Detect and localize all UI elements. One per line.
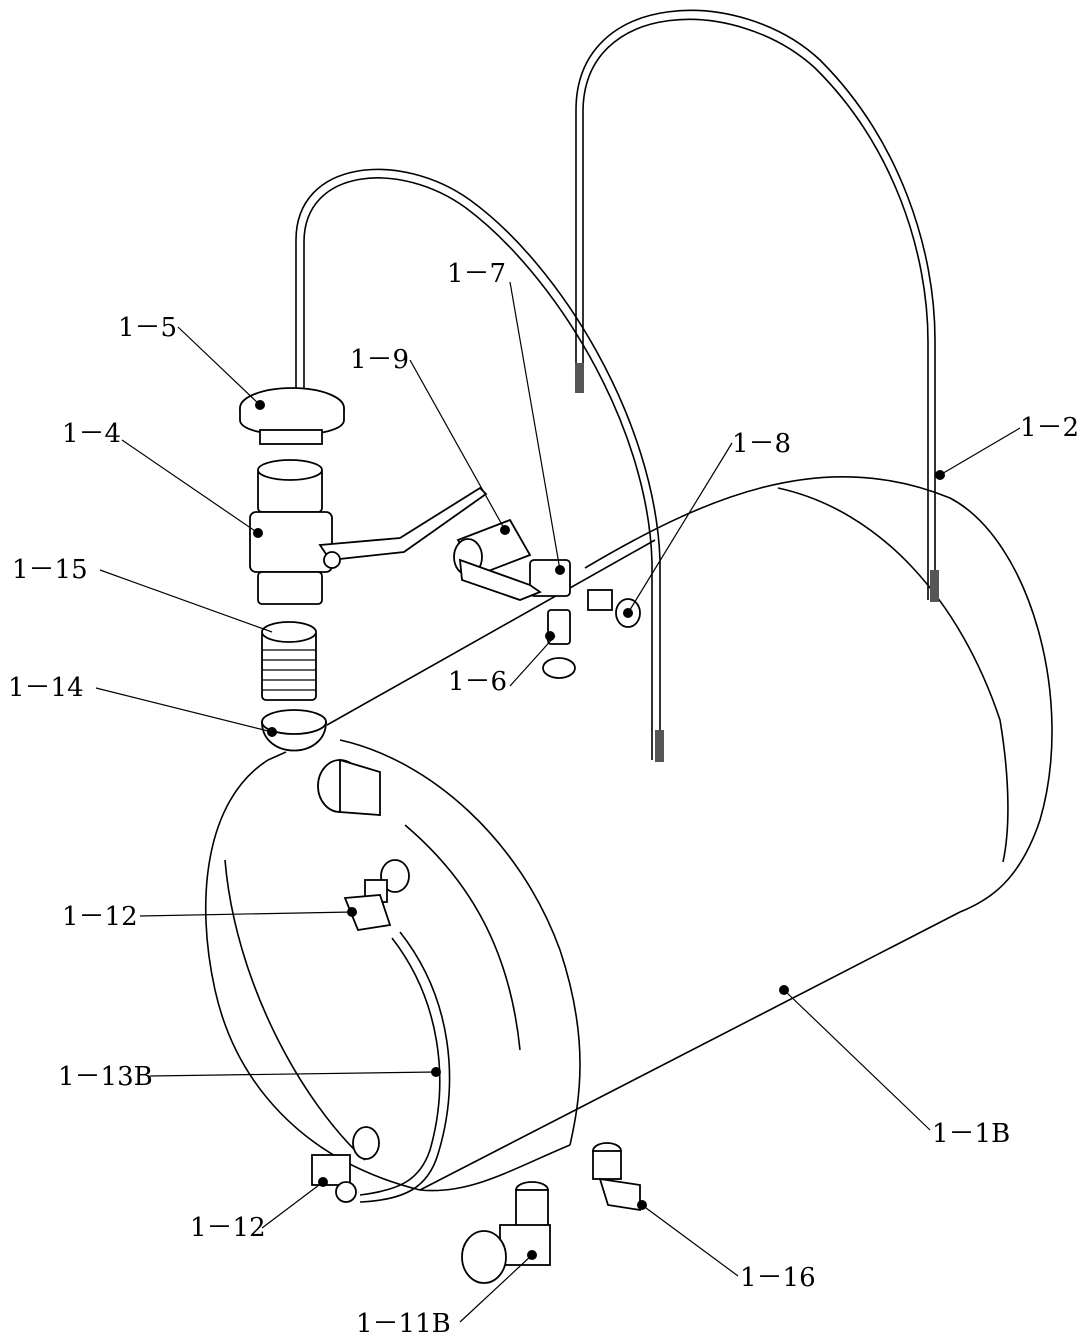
label-1-15: 1－15 [12, 555, 88, 585]
label-1-5: 1－5 [118, 313, 177, 343]
label-1-12-top: 1－12 [62, 902, 138, 932]
label-1-16: 1－16 [740, 1263, 816, 1293]
label-1-12-bottom: 1－12 [190, 1213, 266, 1243]
label-1-11b: 1－11B [356, 1309, 451, 1338]
label-1-13b: 1－13B [58, 1062, 153, 1092]
elbow-1-16 [592, 1142, 641, 1212]
u-bolt-small [295, 168, 664, 762]
leader-lines [95, 281, 1021, 1323]
label-1-14: 1－14 [8, 673, 84, 703]
tank-boss [317, 758, 381, 816]
filler-cap [239, 387, 345, 445]
label-1-2: 1－2 [1020, 413, 1079, 443]
hex-nipple [261, 621, 317, 701]
flexible-hose [359, 931, 451, 1203]
drain-cock [461, 1181, 551, 1284]
u-bolt-large [575, 9, 939, 602]
part-labels: 1－2 1－4 1－5 1－6 1－7 1－8 1－9 1－15 1－14 1－… [8, 259, 1079, 1338]
label-1-9: 1－9 [350, 345, 409, 375]
label-1-7: 1－7 [447, 259, 506, 289]
ball-valve [249, 459, 488, 605]
label-1-6: 1－6 [448, 667, 507, 697]
elbow-fitting-bottom [311, 1126, 380, 1203]
tank-body [204, 476, 1053, 1192]
label-1-8: 1－8 [732, 429, 791, 459]
label-1-1b: 1－1B [932, 1119, 1010, 1149]
label-1-4: 1－4 [62, 419, 121, 449]
half-coupling [261, 709, 327, 752]
drain-valve-assembly [453, 518, 641, 679]
elbow-fitting-top [343, 859, 410, 931]
leader-dots [253, 400, 945, 1260]
